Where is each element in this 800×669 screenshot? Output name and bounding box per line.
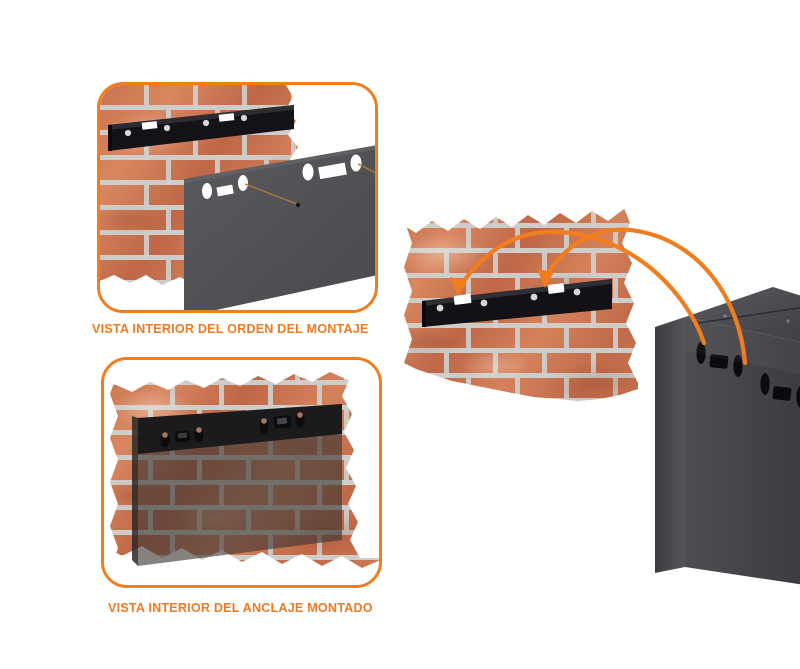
keyhole-slot-icon [772,386,792,401]
screw-icon [530,293,538,301]
keyhole-slot-icon [796,386,800,408]
mounted-back-panel-shape [132,404,342,566]
wall-bracket-scene [400,203,638,435]
panel-anchor-mounted [101,357,382,588]
mounted-back-panel [132,398,347,570]
safe-side-face [655,317,685,573]
keyhole-slot-icon [760,373,770,395]
screw-icon [480,299,488,307]
screw-icon [573,288,581,296]
safe-back-panel [184,145,375,310]
safe-box [655,287,800,585]
anchor-bracket [422,279,612,327]
anchor-rail-shape [108,105,294,151]
caption-assembly-order: VISTA INTERIOR DEL ORDEN DEL MONTAJE [92,322,369,336]
safe-back-face [685,317,800,585]
panel-assembly-order [97,82,378,313]
safe-back-panel-shape [184,145,375,310]
screw-icon [436,304,444,312]
caption-anchor-mounted: VISTA INTERIOR DEL ANCLAJE MONTADO [108,601,373,615]
anchor-rail [108,103,294,153]
